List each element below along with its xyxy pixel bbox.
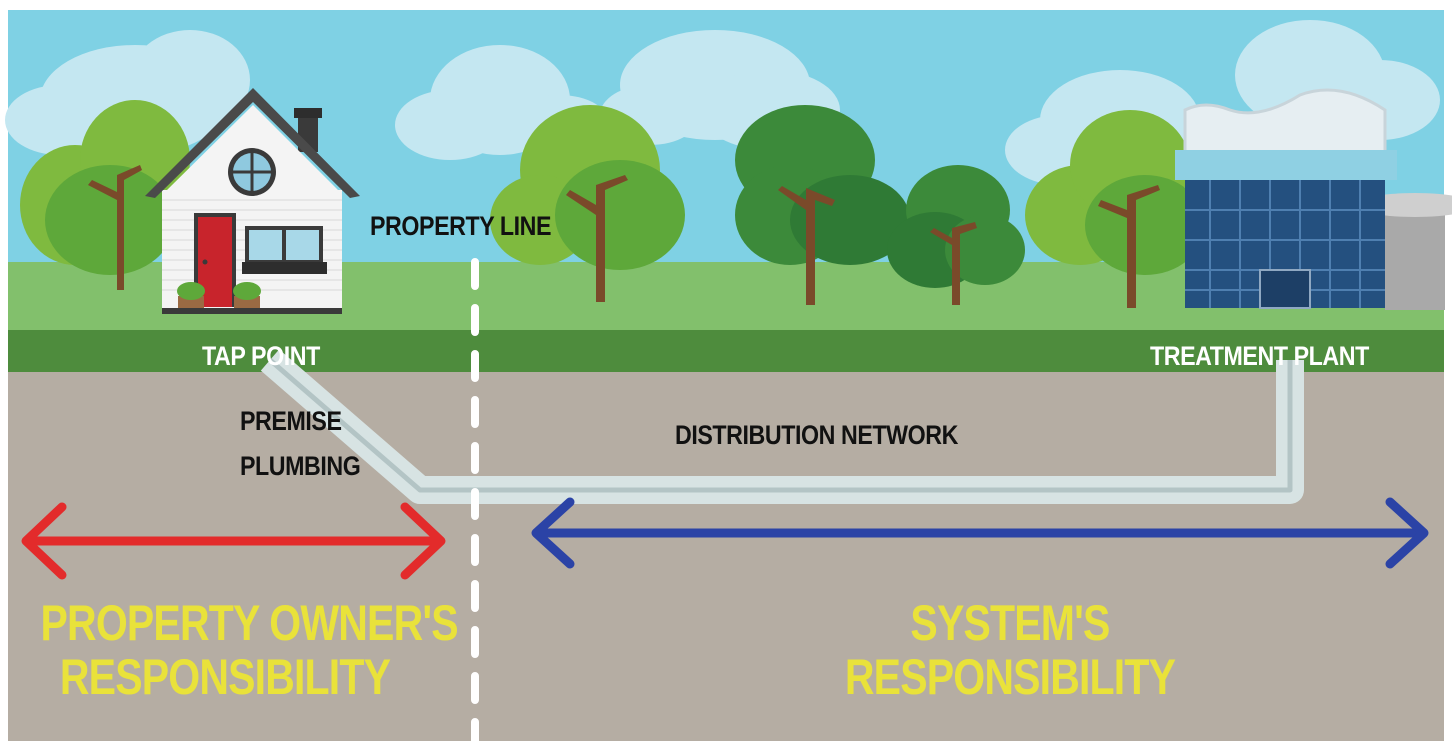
distribution-network-label: DISTRIBUTION NETWORK: [675, 420, 958, 450]
grass-strip: [8, 330, 1444, 372]
house-icon: [145, 88, 360, 314]
owner-responsibility-label: PROPERTY OWNER'S RESPONSIBILITY: [40, 595, 459, 705]
double-arrow-icon: [21, 502, 446, 580]
owner-responsibility-line-2: RESPONSIBILITY: [59, 649, 391, 705]
treatment-plant-icon: [1175, 88, 1397, 309]
system-responsibility-line-2: RESPONSIBILITY: [844, 649, 1176, 705]
ground: [8, 372, 1444, 741]
tree-icon: [20, 100, 190, 290]
tree-icon: [1025, 110, 1205, 308]
premise-label: PREMISE: [240, 406, 342, 436]
tree-icon: [490, 105, 685, 302]
plumbing-label: PLUMBING: [240, 451, 361, 481]
cloud-icon: [395, 45, 610, 160]
tree-icon: [887, 165, 1025, 305]
system-responsibility-label: SYSTEM'S RESPONSIBILITY: [826, 596, 1195, 704]
water-pipe: [260, 349, 1304, 504]
tank-icon: [1355, 193, 1452, 310]
tree-icon: [735, 105, 910, 305]
treatment-plant-label: TREATMENT PLANT: [1150, 341, 1369, 371]
property-line-label: PROPERTY LINE: [370, 211, 552, 241]
tap-point-label: TAP POINT: [202, 341, 320, 371]
double-arrow-icon: [531, 497, 1429, 569]
system-responsibility-line-1: SYSTEM'S: [910, 595, 1110, 651]
owner-responsibility-line-1: PROPERTY OWNER'S: [40, 595, 459, 651]
